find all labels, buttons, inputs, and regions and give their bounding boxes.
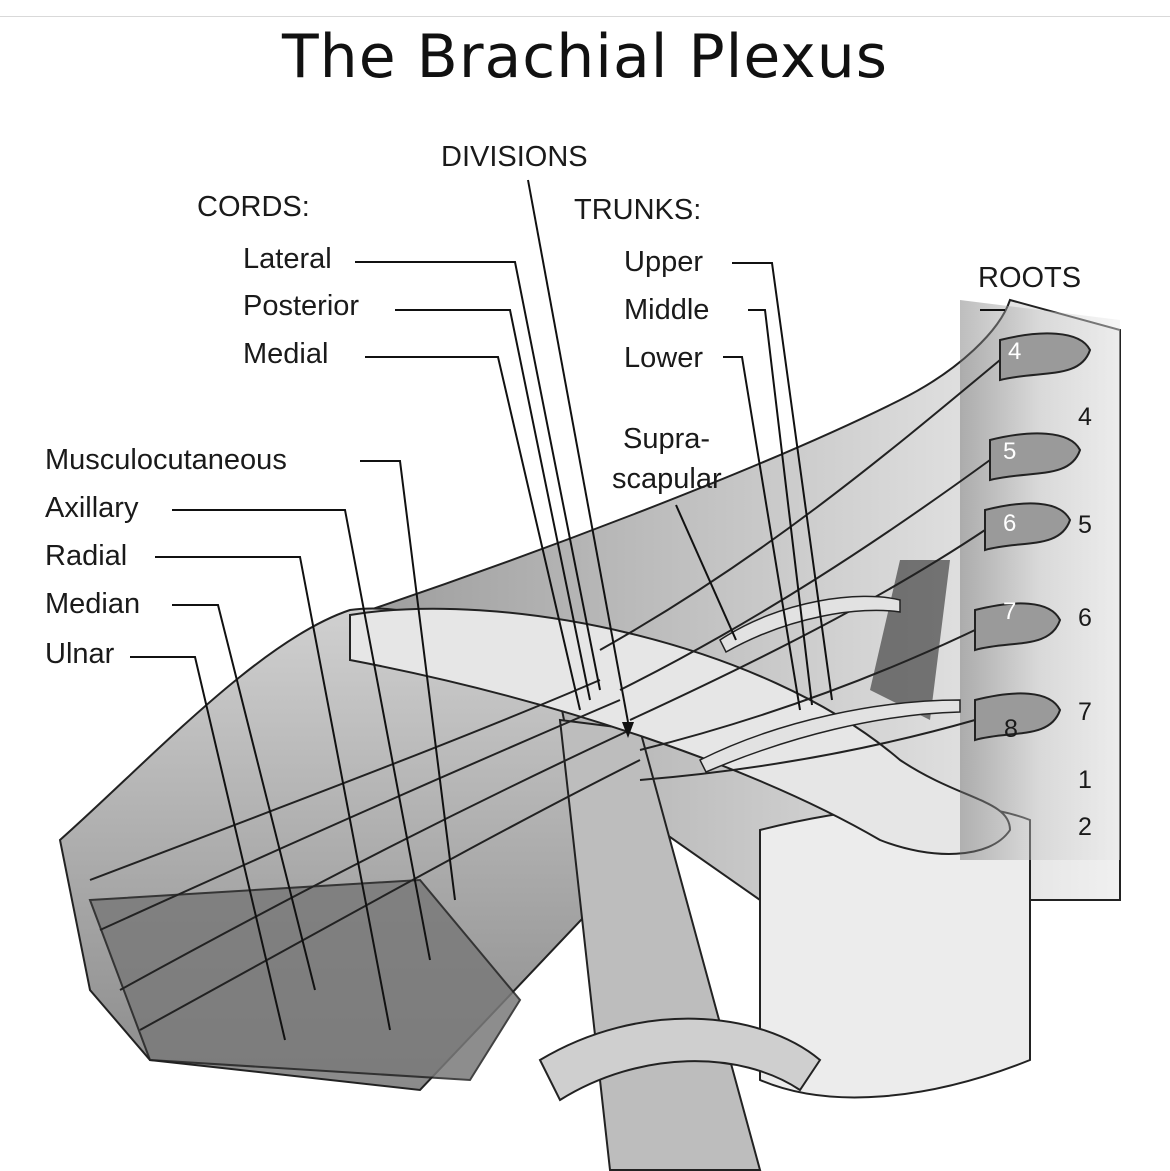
root-number-c4-white: 4	[1008, 338, 1022, 365]
vertebra-number-6: 6	[1078, 604, 1092, 632]
trunk-lower-label: Lower	[624, 342, 703, 374]
nerve-median-label: Median	[45, 588, 141, 620]
cord-medial-label: Medial	[243, 338, 329, 370]
heading-trunks: TRUNKS:	[574, 194, 702, 226]
nerve-radial-label: Radial	[45, 540, 128, 572]
top-divider	[0, 16, 1170, 17]
suprascapular-label-line1: Supra-	[623, 423, 711, 455]
heading-cords: CORDS:	[197, 191, 310, 223]
nerve-musculocutaneous-label: Musculocutaneous	[45, 444, 287, 476]
suprascapular-label-line2: scapular	[612, 463, 722, 495]
trunk-upper-label: Upper	[624, 246, 703, 278]
heading-divisions: DIVISIONS	[441, 141, 588, 173]
root-number-c7-white: 7	[1003, 598, 1017, 625]
nerve-axillary-label: Axillary	[45, 492, 139, 524]
rib-number-1: 1	[1078, 766, 1092, 794]
page-title: The Brachial Plexus	[282, 22, 888, 92]
root-number-c8: 8	[1004, 715, 1018, 743]
root-number-c5-white: 5	[1003, 438, 1017, 465]
cord-posterior-label: Posterior	[243, 290, 360, 322]
cord-lateral-label: Lateral	[243, 243, 332, 275]
trunk-middle-label: Middle	[624, 294, 710, 326]
root-number-c6-white: 6	[1003, 510, 1017, 537]
rib-number-2: 2	[1078, 813, 1092, 841]
vertebra-number-7: 7	[1078, 698, 1092, 726]
vertebra-number-4: 4	[1078, 403, 1092, 431]
heading-roots: ROOTS	[978, 262, 1082, 294]
nerve-ulnar-label: Ulnar	[45, 638, 115, 670]
vertebra-number-5: 5	[1078, 511, 1092, 539]
